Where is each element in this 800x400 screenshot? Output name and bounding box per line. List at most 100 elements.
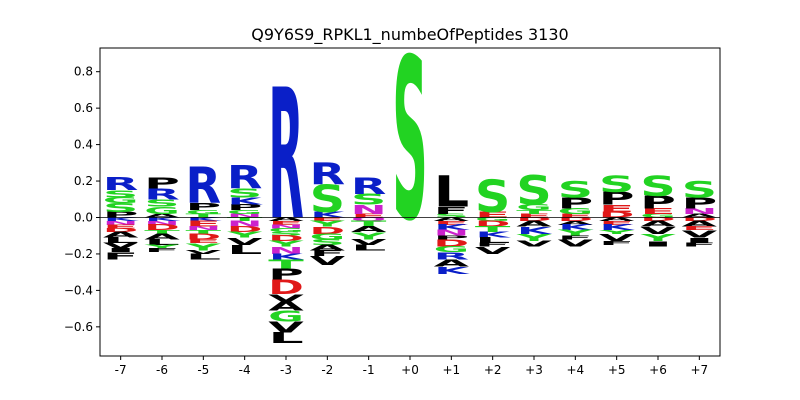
logo-glyph-a: A	[310, 243, 346, 252]
logo-glyph-f: F	[682, 242, 718, 248]
x-tick-label: +2	[484, 363, 502, 377]
logo-glyph-e: E	[434, 220, 470, 226]
logo-glyph-a: A	[558, 220, 595, 226]
logo-glyph-r: R	[310, 158, 346, 193]
logo-glyph-k: K	[434, 265, 470, 277]
logo-glyph-s: S	[558, 177, 594, 203]
logo-glyph-l: L	[227, 242, 263, 257]
logo-glyph-y: Y	[143, 244, 180, 250]
logo-glyph-v: V	[558, 237, 594, 249]
logo-glyph-v: V	[103, 241, 139, 250]
logo-glyph-e: E	[310, 217, 346, 223]
logo-glyph-g: G	[103, 196, 139, 205]
logo-glyph-t: T	[475, 225, 511, 234]
logo-glyph-s: S	[144, 198, 180, 210]
logo-glyph-s: S	[434, 213, 470, 219]
logo-glyph-d: D	[558, 217, 594, 223]
logo-glyph-k: K	[517, 224, 553, 236]
logo-glyph-p: P	[434, 235, 470, 241]
logo-glyph-n: N	[682, 207, 718, 216]
logo-glyph-l: L	[144, 238, 180, 247]
logo-glyph-g: G	[227, 209, 263, 215]
logo-glyph-i: I	[640, 240, 676, 249]
logo-glyph-n: N	[434, 229, 470, 238]
logo-glyph-n: N	[144, 220, 180, 226]
logo-glyph-g: G	[475, 217, 511, 223]
x-tick-label: +1	[442, 363, 460, 377]
logo-glyph-a: A	[434, 257, 470, 269]
logo-glyph-e: E	[475, 210, 511, 219]
logo-glyph-v: V	[227, 236, 263, 248]
logo-glyph-k: K	[186, 217, 223, 223]
logo-glyph-e: E	[268, 220, 304, 226]
logo-glyph-s: S	[268, 231, 304, 237]
logo-glyph-d: D	[268, 276, 304, 299]
logo-glyph-n: N	[227, 213, 263, 219]
y-tick-label: −0.6	[64, 320, 93, 334]
logo-glyph-v: V	[599, 232, 635, 244]
logo-glyph-r: R	[268, 50, 304, 260]
logo-glyph-d: D	[310, 225, 346, 237]
logo-glyph-p: P	[640, 192, 676, 213]
x-tick-label: -5	[197, 363, 209, 377]
y-tick-label: 0.6	[74, 101, 93, 115]
logo-glyph-a: A	[144, 213, 181, 219]
logo-glyph-d: D	[640, 217, 676, 223]
logo-glyph-d: D	[144, 223, 180, 232]
x-tick-label: -2	[321, 363, 333, 377]
logo-glyph-d: D	[475, 220, 511, 229]
x-tick-label: -7	[115, 363, 127, 377]
logo-glyph-p: P	[144, 175, 180, 192]
logo-glyph-e: E	[682, 226, 718, 232]
y-tick-label: −0.2	[64, 247, 93, 261]
logo-glyph-p: P	[268, 266, 304, 283]
logo-glyph-k: K	[558, 224, 594, 233]
logo-glyph-s: S	[351, 191, 387, 209]
chart-title: Q9Y6S9_RPKL1_numbeOfPeptides 3130	[251, 25, 568, 45]
logo-glyph-l: L	[351, 244, 387, 253]
logo-glyph-g: G	[516, 203, 552, 212]
logo-glyph-g: G	[268, 228, 304, 234]
logo-glyph-s: S	[103, 201, 139, 215]
logo-glyph-f: F	[558, 235, 594, 241]
logo-glyph-v: V	[516, 240, 552, 249]
logo-glyph-r: R	[144, 186, 180, 203]
logo-glyph-k: K	[145, 217, 182, 223]
logo-glyph-a: A	[144, 232, 180, 241]
logo-glyph-n: N	[103, 220, 139, 226]
logo-glyph-d: D	[227, 225, 263, 234]
logo-glyph-t: T	[351, 220, 387, 229]
logo-glyph-v: V	[682, 228, 718, 240]
logo-glyph-s: S	[599, 171, 635, 197]
logo-glyph-p: P	[227, 204, 263, 213]
logo-glyph-e: E	[186, 238, 222, 244]
logo-glyph-k: K	[600, 224, 636, 233]
logo-glyph-t: T	[227, 217, 264, 223]
x-tick-label: +0	[401, 363, 419, 377]
logo-glyph-v: V	[310, 253, 346, 267]
x-tick-label: +7	[690, 363, 708, 377]
y-tick-label: 0.4	[74, 138, 93, 152]
logo-glyph-d: D	[103, 228, 139, 234]
logo-glyph-t: T	[186, 229, 223, 235]
x-tick-label: +6	[649, 363, 667, 377]
logo-glyph-i: I	[682, 236, 718, 245]
logo-glyph-p: P	[103, 211, 139, 220]
logo-glyph-g: G	[434, 245, 470, 254]
logo-glyph-i: I	[103, 247, 139, 253]
logo-glyph-f: F	[144, 248, 180, 254]
y-axis: −0.6−0.4−0.20.00.20.40.60.8	[64, 65, 100, 334]
logo-glyph-l: L	[186, 253, 222, 262]
logo-glyph-f: F	[475, 242, 511, 248]
logo-glyph-d: D	[434, 238, 470, 250]
x-tick-label: -6	[156, 363, 168, 377]
logo-glyph-e: E	[599, 220, 635, 226]
logo-glyph-s: S	[475, 171, 511, 223]
logo-glyph-s: S	[103, 188, 139, 200]
logo-glyph-s: S	[310, 178, 346, 222]
logo-glyph-n: N	[351, 203, 387, 217]
logo-glyph-a: A	[682, 213, 719, 219]
logo-glyph-p: P	[558, 195, 594, 212]
logo-glyph-y: Y	[309, 220, 345, 229]
x-tick-label: +4	[566, 363, 584, 377]
